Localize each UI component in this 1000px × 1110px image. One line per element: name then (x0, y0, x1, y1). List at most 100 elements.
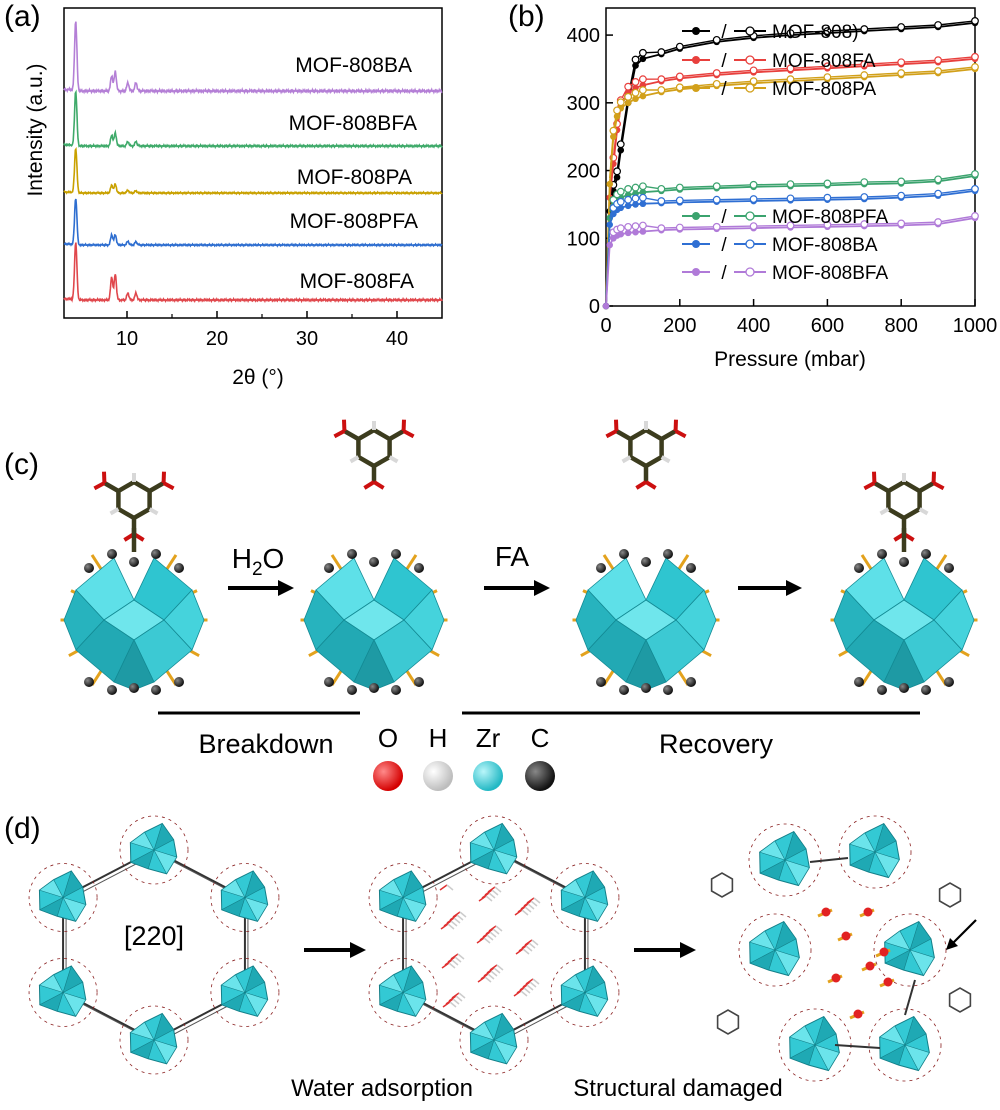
isotherm-desorption-point (786, 180, 795, 189)
arrow-label-fa: FA (495, 541, 530, 572)
isotherm-x-tick-label: 200 (663, 315, 696, 337)
isotherm-x-tick-label: 600 (811, 315, 844, 337)
isotherm-adsorption-point (613, 174, 621, 181)
isotherm-adsorption-point (639, 228, 647, 235)
isotherm-desorption-point (657, 224, 666, 233)
xrd-series-label: MOF-808BA (295, 54, 412, 77)
legend-series-name: MOF-808BA (772, 235, 878, 256)
isotherm-desorption-point (786, 29, 795, 37)
isotherm-desorption-point (971, 17, 979, 25)
isotherm-y-tick-label: 0 (589, 296, 600, 318)
isotherm-desorption-point (897, 23, 906, 31)
isotherm-desorption-point (971, 63, 979, 71)
legend-slash: / (721, 207, 727, 228)
atom-legend-symbol: O (378, 723, 398, 753)
isotherm-desorption-point (675, 223, 684, 232)
zr-cluster (300, 549, 448, 695)
water-oxygen (841, 931, 851, 941)
panel-label-b: (b) (508, 0, 545, 33)
isotherm-desorption-point (860, 178, 869, 186)
isotherm-plot-frame (605, 7, 976, 307)
isotherm-desorption-point (749, 222, 758, 231)
arrow-fa (484, 580, 550, 596)
isotherm-desorption-point (657, 75, 666, 84)
legend-desorption-marker (745, 211, 755, 221)
water-oxygen (863, 907, 873, 917)
zr-cluster-node (459, 1005, 529, 1075)
legend-slash: / (721, 51, 727, 72)
isotherm-adsorption-point (632, 62, 639, 69)
zr-cluster-node (838, 815, 912, 889)
caption-water-adsorption: Water adsorption (291, 1075, 473, 1102)
isotherm-desorption-point (860, 193, 869, 201)
isotherm-desorption-point (897, 191, 906, 200)
isotherm-desorption-point (749, 77, 758, 86)
isotherm-desorption-point (712, 79, 721, 88)
isotherm-adsorption-line (605, 68, 976, 307)
water-oxygen (865, 961, 875, 971)
zr-cluster-node (748, 823, 822, 897)
isotherm-desorption-point (860, 71, 869, 79)
panel-label-a: (a) (4, 0, 41, 33)
legend-adsorption-marker (692, 240, 700, 248)
isotherm-desorption-point (657, 197, 666, 205)
isotherm-desorption-point (860, 220, 869, 228)
isotherm-desorption-point (657, 184, 666, 193)
legend-series-name: MOF-808PA (772, 79, 877, 100)
isotherm-x-axis-label: Pressure (mbar) (714, 348, 866, 371)
isotherm-desorption-point (897, 177, 906, 186)
zr-cluster-node (550, 958, 620, 1027)
water-molecules (439, 884, 541, 1008)
zr-cluster (572, 549, 720, 695)
zr-cluster-node (119, 815, 189, 885)
isotherm-desorption-point (712, 35, 721, 44)
zr-cluster-node (738, 913, 812, 987)
zr-cluster-node (28, 958, 98, 1027)
isotherm-desorption-point (823, 193, 832, 202)
pore-ring (368, 815, 620, 1075)
zr-cluster (60, 549, 208, 695)
isotherm-desorption-point (624, 222, 633, 231)
legend-adsorption-marker (692, 27, 700, 35)
isotherm-desorption-point (823, 179, 832, 188)
legend-adsorption-marker (692, 268, 700, 276)
isotherm-adsorption-point (606, 221, 613, 229)
isotherm-desorption-point (712, 182, 721, 191)
legend-desorption-marker (745, 26, 755, 36)
isotherm-adsorption-point (602, 302, 610, 310)
panel-label-c: (c) (4, 448, 39, 481)
xrd-series-label: MOF-808PFA (290, 210, 418, 233)
isotherm-adsorption-point (606, 180, 613, 188)
isotherm-adsorption-point (613, 113, 621, 120)
isotherm-desorption-point (934, 21, 943, 29)
xrd-series-label: MOF-808PA (297, 166, 412, 189)
isotherm-desorption-point (934, 218, 943, 226)
isotherm-desorption-point (616, 98, 625, 107)
recovery-label: Recovery (659, 729, 774, 759)
zr-cluster (830, 549, 978, 695)
free-linker (710, 872, 734, 898)
water-oxygen (831, 973, 841, 983)
atom-legend-sphere (373, 761, 403, 791)
isotherm-desorption-point (675, 42, 684, 51)
xrd-x-tick-label: 30 (296, 328, 318, 350)
atom-legend-sphere (473, 761, 503, 791)
isotherm-desorption-point (786, 221, 795, 230)
xrd-series-line (63, 198, 443, 248)
isotherm-y-tick-label: 100 (567, 228, 600, 250)
water-oxygen (879, 947, 889, 957)
isotherm-adsorption-point (639, 55, 647, 63)
xrd-series-line (63, 242, 443, 304)
isotherm-desorption-point (616, 197, 625, 206)
isotherm-x-tick-label: 400 (737, 315, 770, 337)
isotherm-adsorption-point (624, 229, 632, 237)
legend-series-name: MOF-808) (772, 22, 859, 43)
isotherm-lines (602, 17, 979, 310)
zr-cluster-node (868, 1008, 942, 1082)
zr-cluster-node (210, 863, 280, 932)
btc-linker (605, 419, 687, 490)
isotherm-adsorption-point (606, 241, 613, 249)
zr-cluster-node (550, 863, 620, 932)
